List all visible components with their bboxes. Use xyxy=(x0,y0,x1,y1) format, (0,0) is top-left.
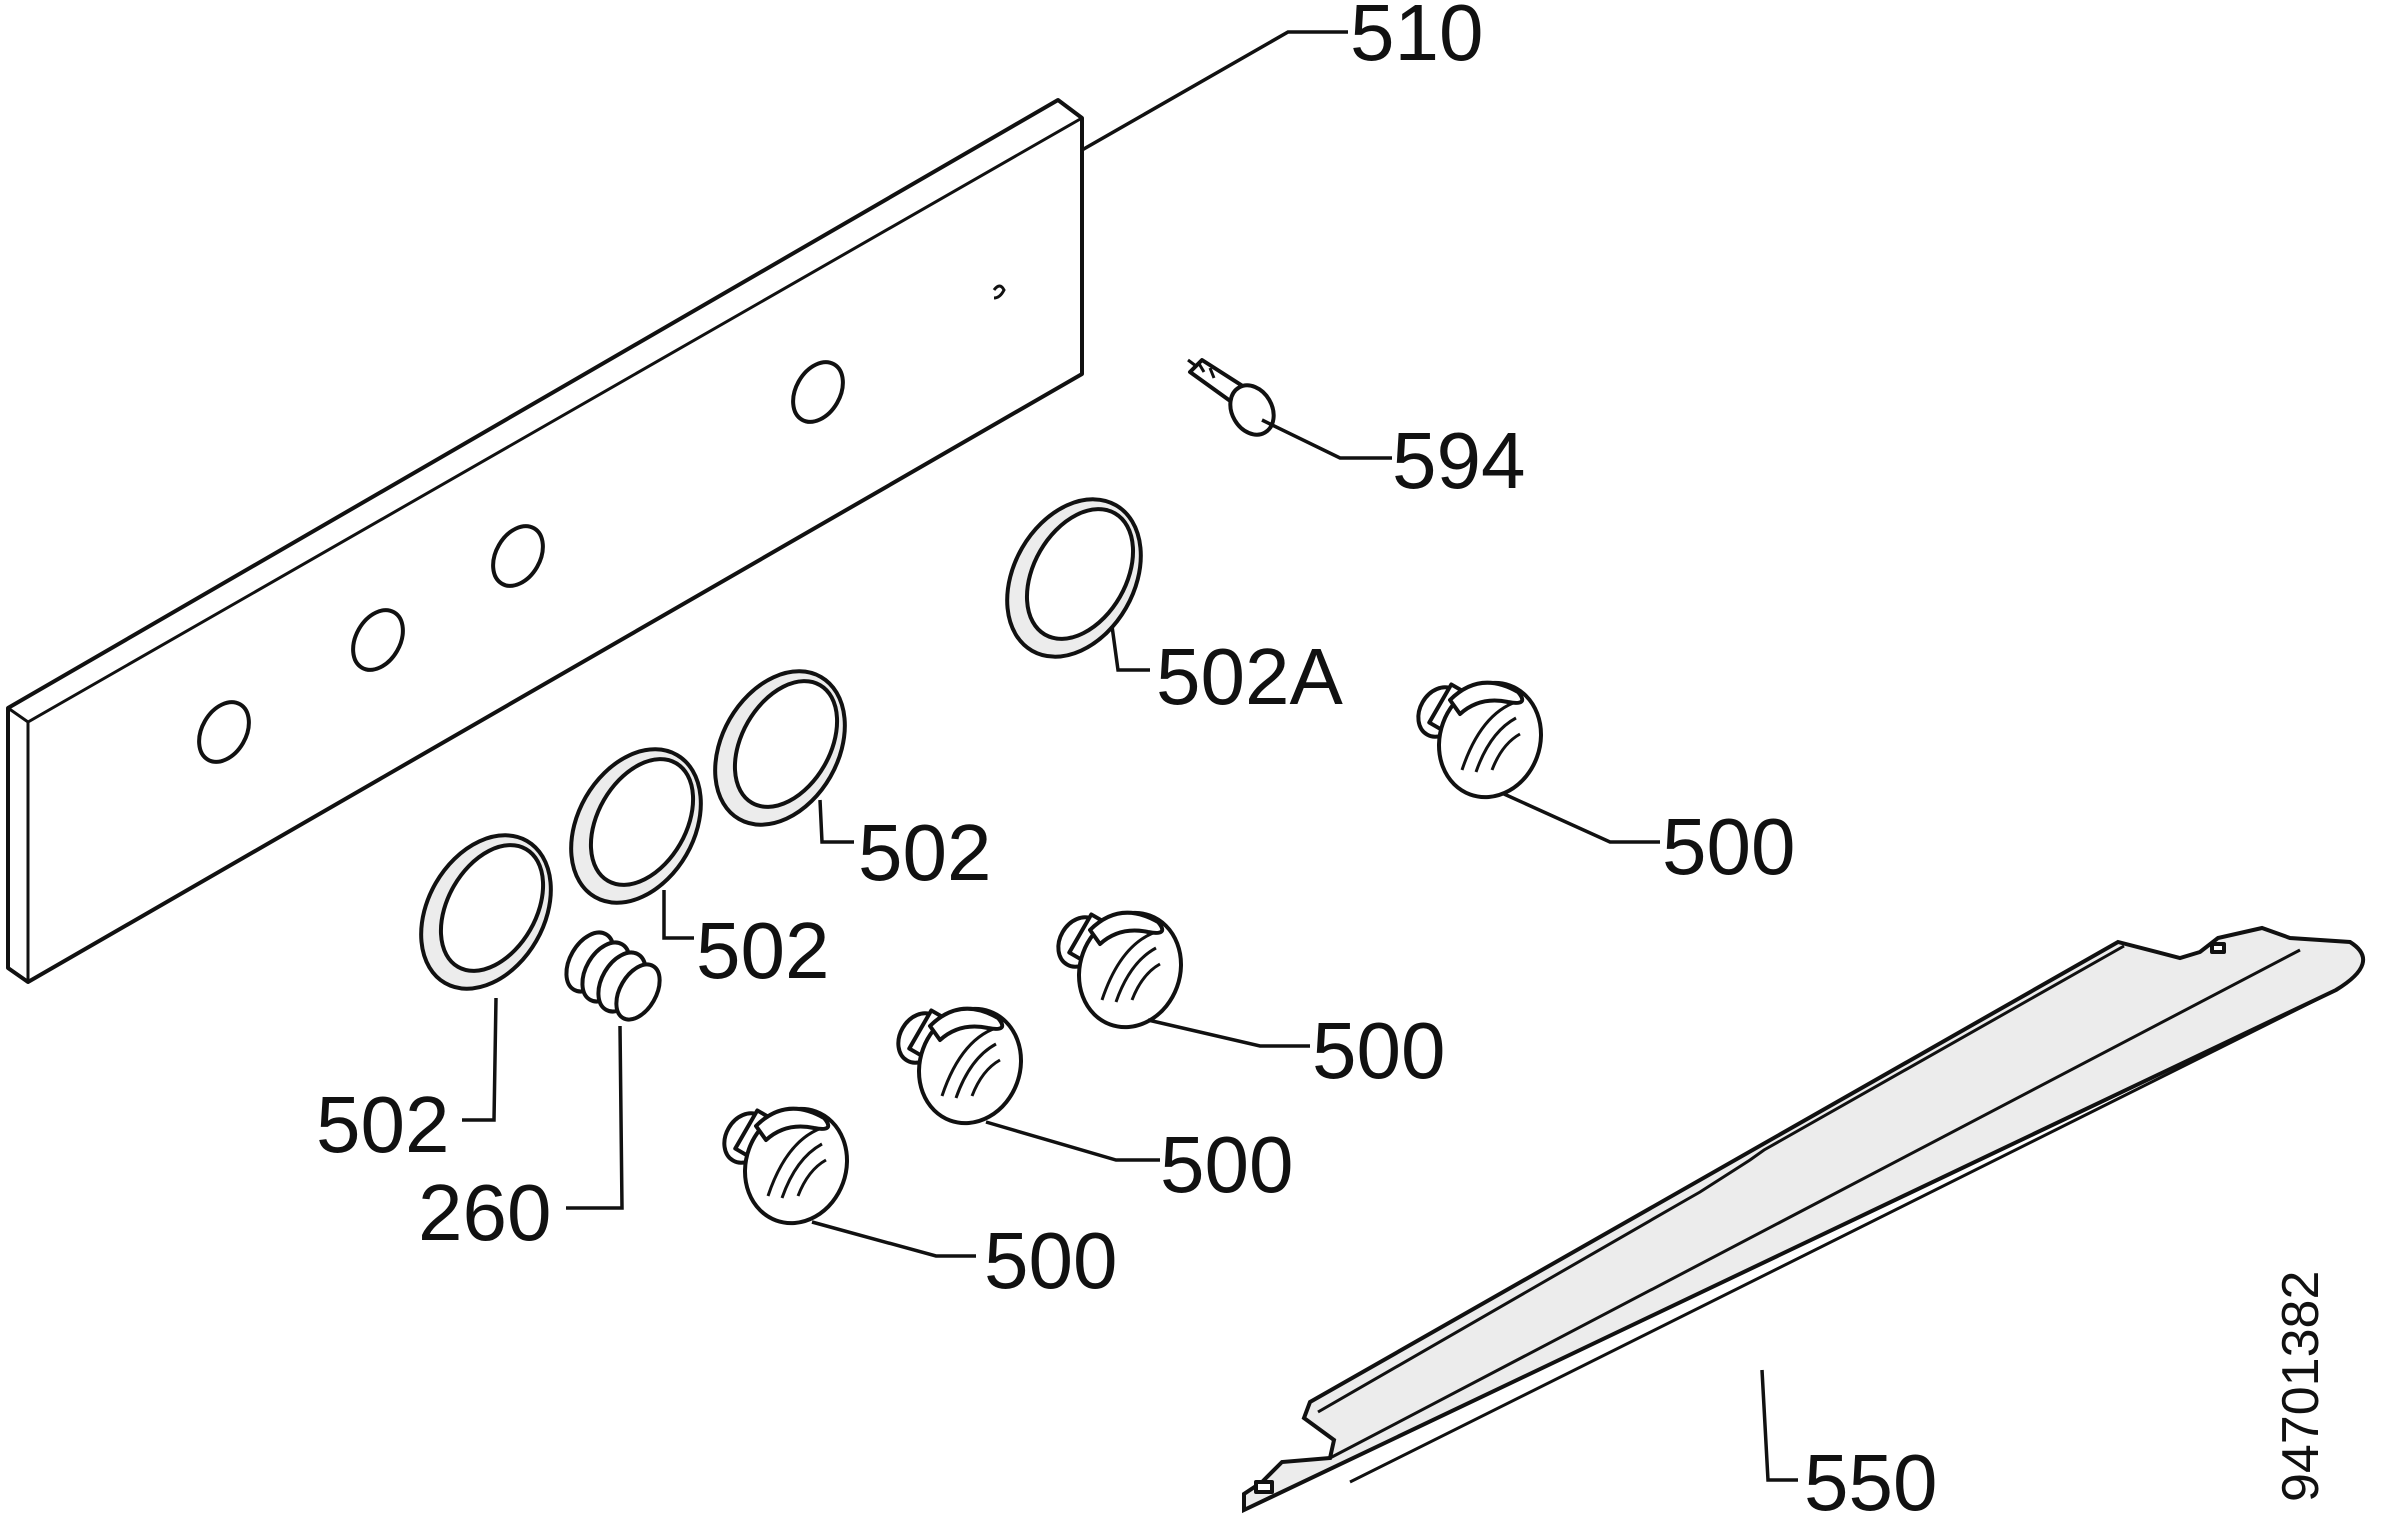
ring-large xyxy=(1005,497,1143,659)
callout-knob-4: 500 xyxy=(984,1216,1117,1305)
callout-knob-2: 500 xyxy=(1312,1006,1445,1095)
spring xyxy=(564,930,662,1022)
callout-labels: 510 594 502A 502 502 502 260 500 500 500… xyxy=(316,0,2330,1527)
trim-strip xyxy=(1242,925,2366,1514)
callout-knob-1: 500 xyxy=(1662,802,1795,891)
callout-ring-3: 502 xyxy=(858,808,991,897)
ring-1 xyxy=(419,833,553,991)
control-panel xyxy=(6,98,1084,984)
callout-ring-large: 502A xyxy=(1156,632,1343,721)
ring-3 xyxy=(713,669,847,827)
knob-1 xyxy=(1416,680,1544,800)
knob-2 xyxy=(1056,910,1184,1030)
ring-2 xyxy=(569,747,703,905)
indicator-lamp xyxy=(1187,358,1276,437)
callout-ring-1: 502 xyxy=(316,1080,449,1169)
callout-panel: 510 xyxy=(1350,0,1483,77)
leader-lines xyxy=(462,30,1798,1482)
callout-spring: 260 xyxy=(418,1168,551,1257)
callout-trim-strip: 550 xyxy=(1804,1438,1937,1527)
knob-4 xyxy=(722,1106,850,1226)
callout-indicator-lamp: 594 xyxy=(1392,416,1525,505)
drawing-number: 94701382 xyxy=(2272,1271,2330,1502)
callout-ring-2: 502 xyxy=(696,906,829,995)
knob-3 xyxy=(896,1006,1024,1126)
callout-knob-3: 500 xyxy=(1160,1120,1293,1209)
